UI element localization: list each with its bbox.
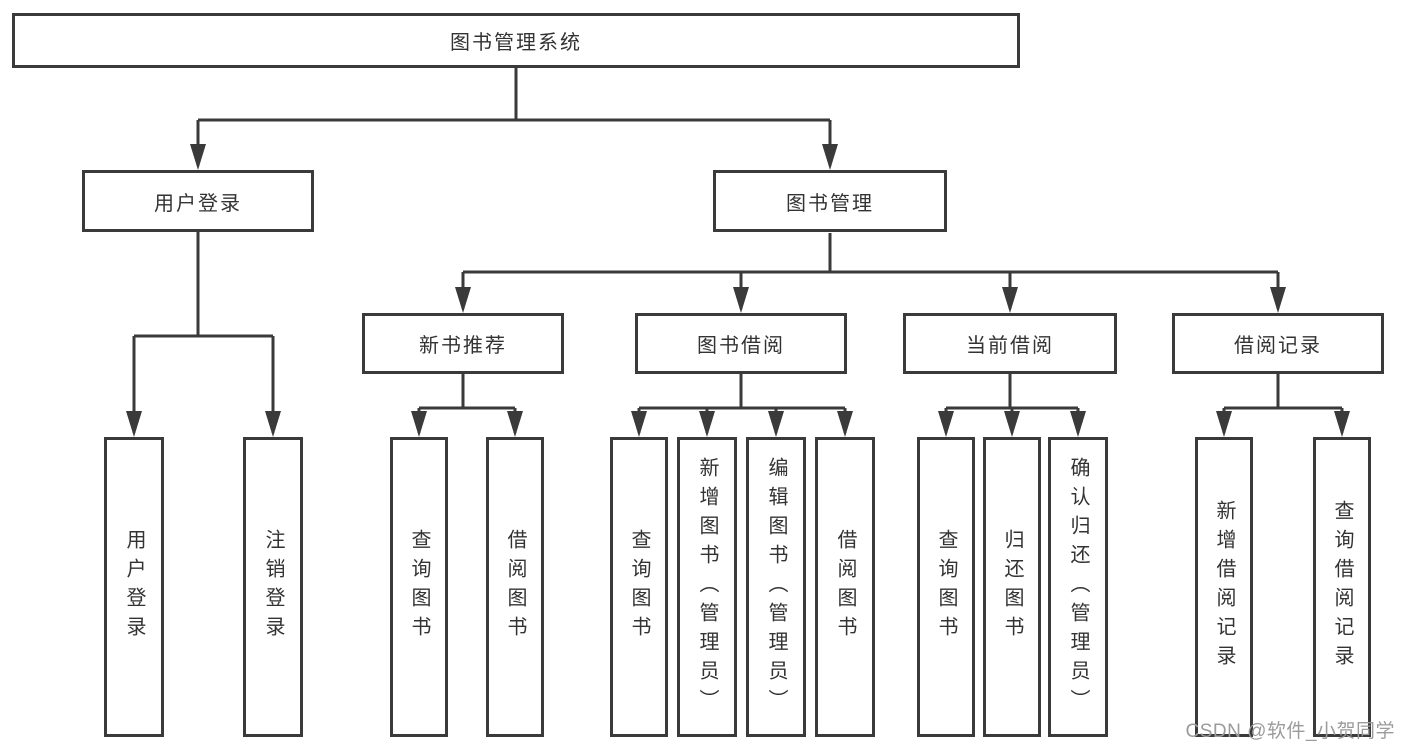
arrowhead bbox=[126, 411, 142, 437]
node-label: 新书推荐 bbox=[419, 335, 507, 357]
node-leaf-query-books-recommend: 查询图书 bbox=[390, 437, 448, 737]
arrowhead bbox=[733, 287, 749, 313]
node-label: 用户登录 bbox=[123, 529, 145, 645]
connector-borrow-record-to-leaves bbox=[1222, 374, 1344, 433]
node-leaf-add-borrow-record: 新增借阅记录 bbox=[1195, 437, 1253, 737]
arrowhead bbox=[190, 144, 206, 170]
node-root-system: 图书管理系统 bbox=[12, 13, 1020, 68]
arrowhead bbox=[455, 287, 471, 313]
connector-user-login-to-leaves bbox=[132, 232, 275, 433]
arrowheads bbox=[126, 144, 1350, 437]
arrowhead bbox=[1216, 411, 1232, 437]
node-leaf-add-books-admin: 新增图书（管理员） bbox=[677, 437, 737, 737]
arrowhead bbox=[1334, 411, 1350, 437]
node-label: 查询借阅记录 bbox=[1331, 500, 1353, 674]
node-book-borrow: 图书借阅 bbox=[635, 313, 847, 374]
node-label: 借阅记录 bbox=[1234, 335, 1322, 357]
csdn-watermark: CSDN @软件_小贺同学 bbox=[1185, 721, 1395, 742]
node-leaf-query-books-borrow: 查询图书 bbox=[610, 437, 668, 737]
arrowhead bbox=[822, 144, 838, 170]
node-label: 当前借阅 bbox=[966, 335, 1054, 357]
node-label: 图书借阅 bbox=[697, 335, 785, 357]
node-leaf-edit-books-admin: 编辑图书（管理员） bbox=[746, 437, 806, 737]
node-label: 确认归还（管理员） bbox=[1067, 456, 1089, 718]
node-leaf-query-books-current: 查询图书 bbox=[917, 437, 975, 737]
node-label: 查询图书 bbox=[935, 529, 957, 645]
node-label: 新增借阅记录 bbox=[1213, 500, 1235, 674]
arrowhead bbox=[265, 411, 281, 437]
arrowhead bbox=[1070, 411, 1086, 437]
node-label: 图书管理系统 bbox=[450, 32, 582, 54]
node-book-management: 图书管理 bbox=[713, 170, 947, 232]
arrowhead bbox=[507, 411, 523, 437]
node-borrow-record: 借阅记录 bbox=[1172, 313, 1384, 374]
node-leaf-logout: 注销登录 bbox=[243, 437, 303, 737]
connector-new-book-rec-to-leaves bbox=[417, 374, 517, 433]
node-label: 图书管理 bbox=[786, 192, 874, 215]
node-label: 查询图书 bbox=[628, 529, 650, 645]
arrowhead bbox=[938, 411, 954, 437]
node-leaf-borrow-books: 借阅图书 bbox=[815, 437, 875, 737]
node-leaf-user-login: 用户登录 bbox=[104, 437, 164, 737]
node-label: 新增图书（管理员） bbox=[696, 456, 718, 718]
arrowhead bbox=[837, 411, 853, 437]
node-label: 借阅图书 bbox=[834, 529, 856, 645]
arrowhead bbox=[1002, 287, 1018, 313]
arrowhead bbox=[768, 411, 784, 437]
node-label: 归还图书 bbox=[1001, 529, 1023, 645]
arrowhead bbox=[1004, 411, 1020, 437]
node-label: 查询图书 bbox=[408, 529, 430, 645]
node-current-borrow: 当前借阅 bbox=[903, 313, 1117, 374]
node-label: 借阅图书 bbox=[504, 529, 526, 645]
connector-book-mgmt-to-level3 bbox=[461, 233, 1280, 309]
node-new-book-recommend: 新书推荐 bbox=[362, 313, 564, 374]
node-leaf-query-borrow-record: 查询借阅记录 bbox=[1313, 437, 1371, 737]
connector-root-to-level2 bbox=[196, 68, 832, 166]
node-leaf-return-books: 归还图书 bbox=[983, 437, 1041, 737]
arrowhead bbox=[631, 411, 647, 437]
arrowhead bbox=[1270, 287, 1286, 313]
node-leaf-borrow-books-recommend: 借阅图书 bbox=[486, 437, 544, 737]
arrowhead bbox=[411, 411, 427, 437]
arrowhead bbox=[699, 411, 715, 437]
node-user-login: 用户登录 bbox=[82, 170, 314, 232]
connector-book-borrow-to-leaves bbox=[637, 374, 847, 433]
node-leaf-confirm-return-admin: 确认归还（管理员） bbox=[1048, 437, 1108, 737]
node-label: 注销登录 bbox=[262, 529, 284, 645]
node-label: 用户登录 bbox=[154, 192, 242, 215]
node-label: 编辑图书（管理员） bbox=[765, 456, 787, 718]
